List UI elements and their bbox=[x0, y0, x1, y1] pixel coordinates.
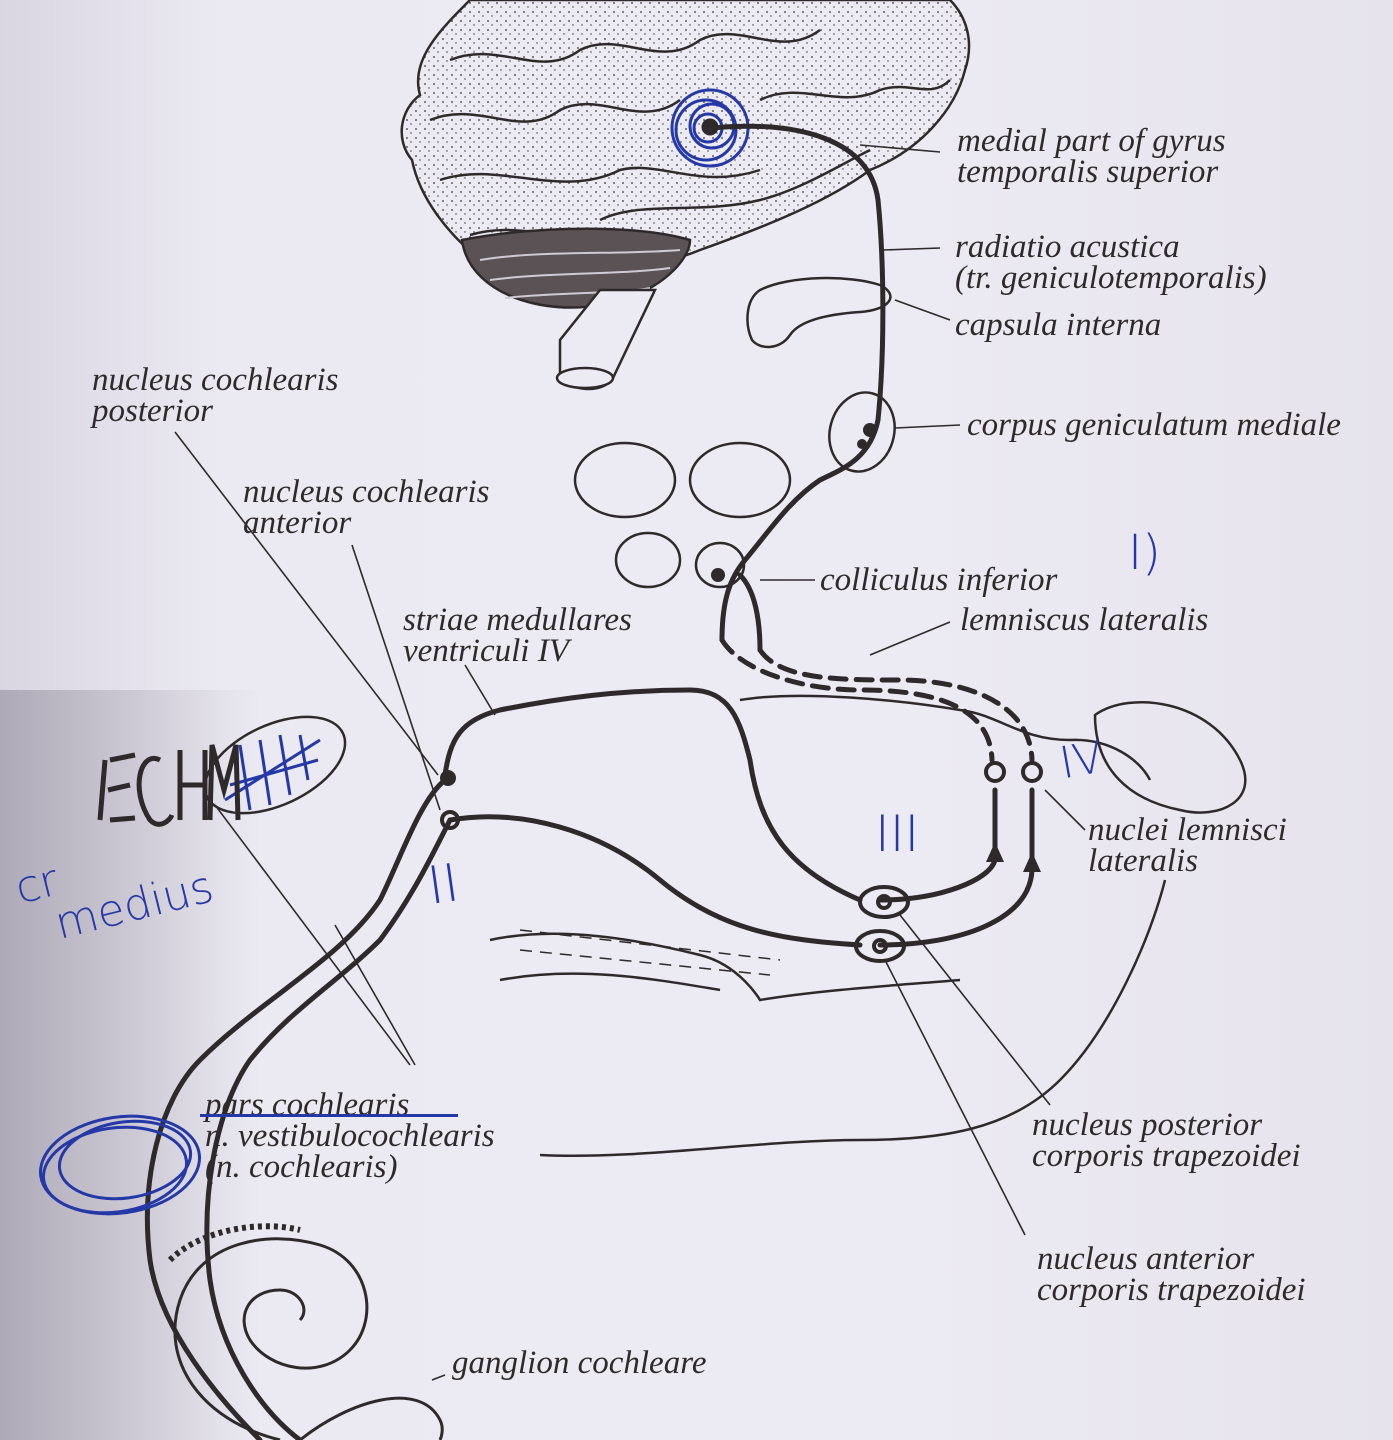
corpus-geniculatum-shape bbox=[821, 385, 904, 479]
nerve-circle-scribble bbox=[34, 1106, 206, 1223]
cochlea-illustration bbox=[170, 1226, 442, 1440]
handwritten-numeral-1: I) bbox=[1128, 525, 1161, 581]
label-radiatio-acustica: radiatio acustica(tr. geniculotemporalis… bbox=[955, 232, 1267, 294]
label-capsula-interna: capsula interna bbox=[955, 310, 1161, 341]
label-ganglion-cochleare: ganglion cochleare bbox=[452, 1348, 706, 1379]
handwritten-numeral-4: IV bbox=[1056, 732, 1107, 790]
handwritten-scribble bbox=[100, 745, 238, 824]
pars-cochlearis-underline bbox=[200, 1114, 458, 1117]
colliculi-shapes bbox=[575, 443, 790, 587]
label-lemniscus-lateralis: lemniscus lateralis bbox=[960, 605, 1208, 636]
handwritten-numeral-3: III bbox=[875, 805, 919, 863]
capsula-shape bbox=[747, 278, 890, 347]
brainstem-outline bbox=[490, 696, 1245, 1156]
label-colliculus-inferior: colliculus inferior bbox=[820, 565, 1057, 596]
label-corpus-geniculatum: corpus geniculatum mediale bbox=[967, 410, 1341, 441]
